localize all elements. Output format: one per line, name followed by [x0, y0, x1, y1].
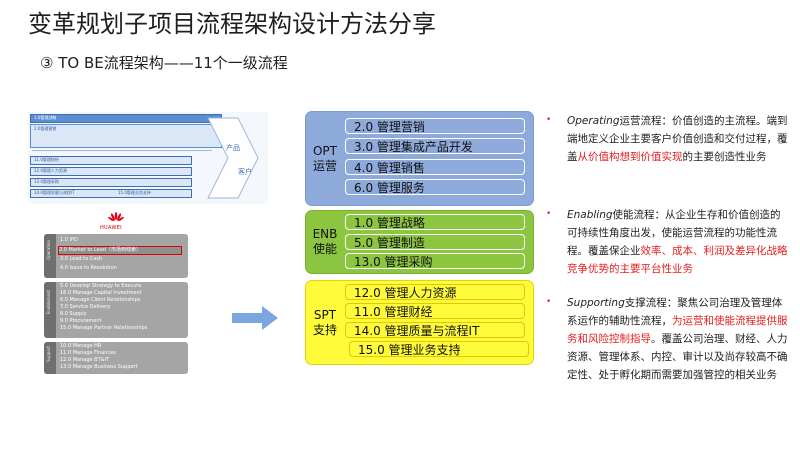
huawei-brand: HUAWEI: [100, 225, 122, 231]
hw-item: 8.0 Supply: [60, 311, 87, 317]
hw-enablement-band: [44, 282, 188, 338]
description-operating-text: Operating运营流程：价值创造的主流程。端到端地定义企业主要客户价值创造和…: [567, 115, 788, 163]
thumb-row-finance: [30, 156, 192, 165]
thumb-divider: [32, 150, 212, 151]
hw-item: 12.0 Manage BT&IT: [60, 357, 110, 363]
thumb-row-label-3: 11.0管理财经: [34, 157, 59, 162]
hw-operation-side: Operation: [44, 234, 56, 278]
hw-item: 1.0 IPD: [60, 237, 78, 243]
thumb-row-quality: [30, 189, 192, 198]
description-supporting-text: Supporting支撑流程：聚焦公司治理及管理体系运作的辅助性流程，为运营和使…: [567, 297, 788, 381]
thumb-row-label-7: 15.0管理业务支持: [118, 190, 151, 195]
thumb-row-label-2: 2.0管理营销: [34, 126, 57, 131]
process-pill: 14.0 管理质量与流程IT: [345, 322, 525, 338]
right-arrow-icon: [232, 306, 278, 330]
thumb-chevron-label-product: 产品: [226, 143, 240, 152]
hw-item: 15.0 Manage Partner Relationships: [60, 325, 148, 331]
process-pill: 15.0 管理业务支持: [349, 341, 529, 357]
hw-item: 9.0 Procurement: [60, 318, 102, 324]
hw-item: 4.0 Issue to Resolution: [60, 265, 117, 271]
hw-operation-band: [44, 234, 188, 278]
description-enabling-text: Enabling使能流程：从企业生存和价值创造的可持续性角度出发，使能运营流程的…: [567, 209, 788, 275]
hw-item: 3.0 Lead to Cash: [60, 256, 103, 262]
hw-item: 6.0 Manage Client Relationships: [60, 297, 141, 303]
process-pill: 6.0 管理服务: [345, 179, 525, 195]
hw-item: 13.0 Manage Business Support: [60, 364, 138, 370]
description-supporting: • Supporting支撑流程：聚焦公司治理及管理体系运作的辅助性流程，为运营…: [546, 294, 796, 414]
hw-item-highlighted: 2.0 Market to Lead（市场到线索）: [58, 246, 182, 255]
process-pill: 2.0 管理营销: [345, 118, 525, 134]
hw-item: 10.0 Manage HR: [60, 343, 102, 349]
thumb-chevron: 产品 客户: [207, 117, 259, 199]
hw-enablement-side: Enablement: [44, 282, 56, 338]
huawei-process-stack: HUAWEI Operation 1.0 IPD 2.0 Market to L…: [44, 212, 188, 374]
thumb-chevron-label-customer: 客户: [238, 167, 252, 176]
process-pill: 12.0 管理人力资源: [345, 284, 525, 300]
hw-item: 7.0 Service Delivery: [60, 304, 111, 310]
bullet-icon: •: [546, 209, 552, 219]
thumb-row-operation: [30, 124, 222, 148]
process-pill: 3.0 管理集成产品开发: [345, 138, 525, 154]
huawei-logo-icon: [108, 212, 124, 222]
page-title: 变革规划子项目流程架构设计方法分享: [28, 10, 436, 38]
thumb-row-strategy: [30, 114, 222, 123]
hw-item: 16.0 Manage Capital Investment: [60, 290, 142, 296]
architecture-thumbnail: 产品 客户 1.0管理战略 2.0管理营销 11.0管理财经 12.0管理人力资…: [28, 112, 268, 204]
section-subtitle: ③ TO BE流程架构——11个一级流程: [40, 54, 288, 72]
process-pill: 5.0 管理制造: [345, 234, 525, 250]
thumb-row-label-6: 14.0管理质量与流程IT: [34, 190, 75, 195]
hw-support-side: Support: [44, 342, 56, 374]
description-enabling: • Enabling使能流程：从企业生存和价值创造的可持续性角度出发，使能运营流…: [546, 206, 796, 286]
thumb-row-label-5: 13.0管理采购: [34, 179, 59, 184]
hw-item: 11.0 Manage Finances: [60, 350, 116, 356]
process-pill: 11.0 管理财经: [345, 303, 525, 319]
thumb-row-hr: [30, 167, 192, 176]
hw-item: 5.0 Develop Strategy to Execute: [60, 283, 142, 289]
thumb-row-procurement: [30, 178, 192, 187]
thumb-row-label-4: 12.0管理人力资源: [34, 168, 67, 173]
bullet-icon: •: [546, 115, 552, 125]
description-operating: • Operating运营流程：价值创造的主流程。端到端地定义企业主要客户价值创…: [546, 112, 796, 172]
thumb-row-label-1: 1.0管理战略: [34, 115, 57, 120]
hw-support-band: [44, 342, 188, 374]
bullet-icon: •: [546, 297, 552, 307]
process-pill: 4.0 管理销售: [345, 159, 525, 175]
process-pill: 1.0 管理战略: [345, 214, 525, 230]
process-pill: 13.0 管理采购: [345, 253, 525, 269]
